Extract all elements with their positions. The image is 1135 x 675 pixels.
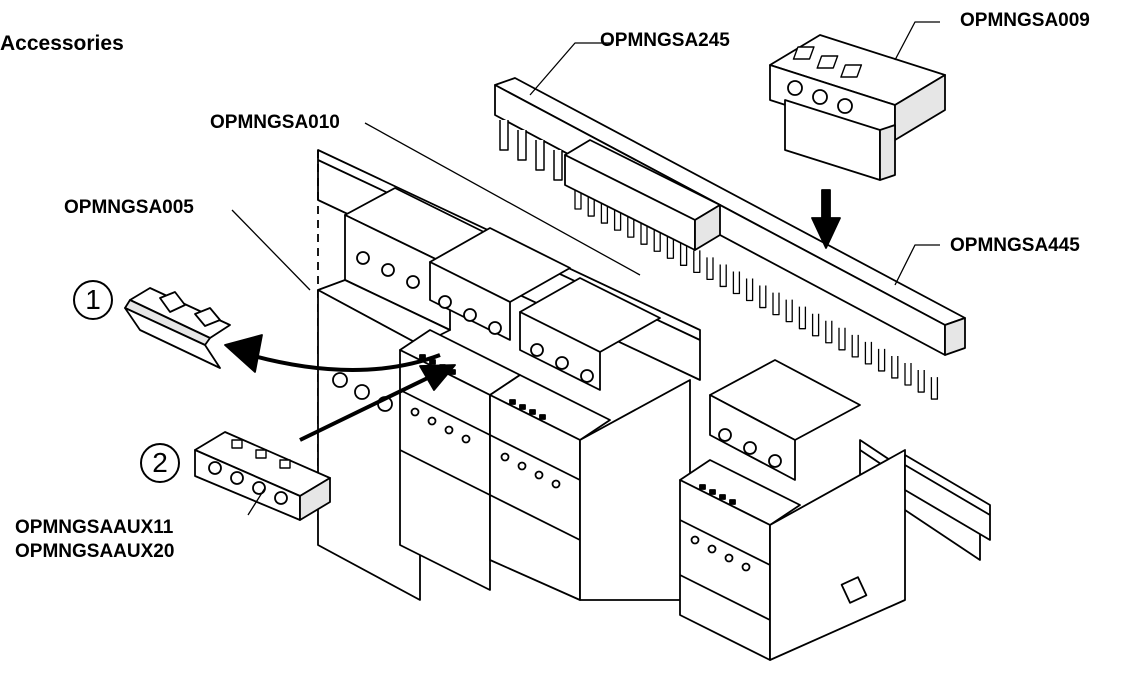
- busbar-tooth: [693, 250, 701, 274]
- busbar-tooth: [825, 320, 833, 344]
- terminal-block-opmngsa009: [769, 34, 946, 181]
- busbar-tooth: [838, 327, 846, 351]
- busbar-tooth: [679, 243, 688, 266]
- busbar-tooth: [798, 306, 807, 330]
- busbar-tooth: [666, 236, 675, 259]
- busbar-tooth: [904, 363, 912, 386]
- busbar-tooth: [732, 271, 741, 295]
- step-1-marker: 1: [73, 280, 113, 320]
- busbar-tooth: [759, 285, 767, 309]
- busbar-tooth: [613, 208, 622, 231]
- remove-arrow: [224, 334, 441, 373]
- motor-starter-2: [489, 277, 691, 601]
- motor-starter-3: [679, 359, 906, 661]
- aux-contact-block: [194, 431, 331, 521]
- busbar-tooth: [627, 215, 635, 238]
- busbar-tooth: [811, 313, 820, 337]
- busbar-tooth: [851, 334, 859, 358]
- busbar-tooth: [640, 222, 648, 245]
- page-title: Accessories: [0, 32, 124, 55]
- busbar-tooth: [745, 278, 754, 302]
- label-opmngsa445: OPMNGSA445: [950, 235, 1080, 256]
- busbar-cover-opmngsa010: [564, 139, 721, 251]
- cover-opmngsa005: [124, 287, 231, 369]
- busbar-tooth: [930, 377, 939, 400]
- busbar-tooth: [653, 229, 661, 252]
- busbar-tooth: [719, 264, 727, 288]
- leader-lines: [231, 21, 940, 516]
- busbar-tooth: [772, 292, 780, 316]
- busbar-tooth: [785, 299, 793, 323]
- busbar-tooth: [864, 341, 873, 365]
- din-rail-front: [904, 454, 991, 541]
- busbar-tooth: [917, 370, 925, 393]
- label-opmngsa245: OPMNGSA245: [600, 30, 730, 51]
- busbar-tooth: [877, 348, 886, 372]
- busbar-tooth: [706, 257, 714, 281]
- label-opmngsa005: OPMNGSA005: [64, 197, 194, 218]
- label-opmngsa010: OPMNGSA010: [210, 112, 340, 133]
- label-opmngsaaux11: OPMNGSAAUX11: [15, 517, 174, 538]
- motor-starter-1: [399, 227, 571, 591]
- label-opmngsaaux20: OPMNGSAAUX20: [15, 541, 175, 562]
- step-2-marker: 2: [140, 443, 180, 483]
- busbar-tooth: [891, 355, 899, 379]
- down-arrow: [811, 189, 841, 249]
- label-opmngsa009: OPMNGSA009: [960, 10, 1090, 31]
- busbar-tooth: [600, 201, 609, 224]
- insert-arrow: [299, 364, 456, 442]
